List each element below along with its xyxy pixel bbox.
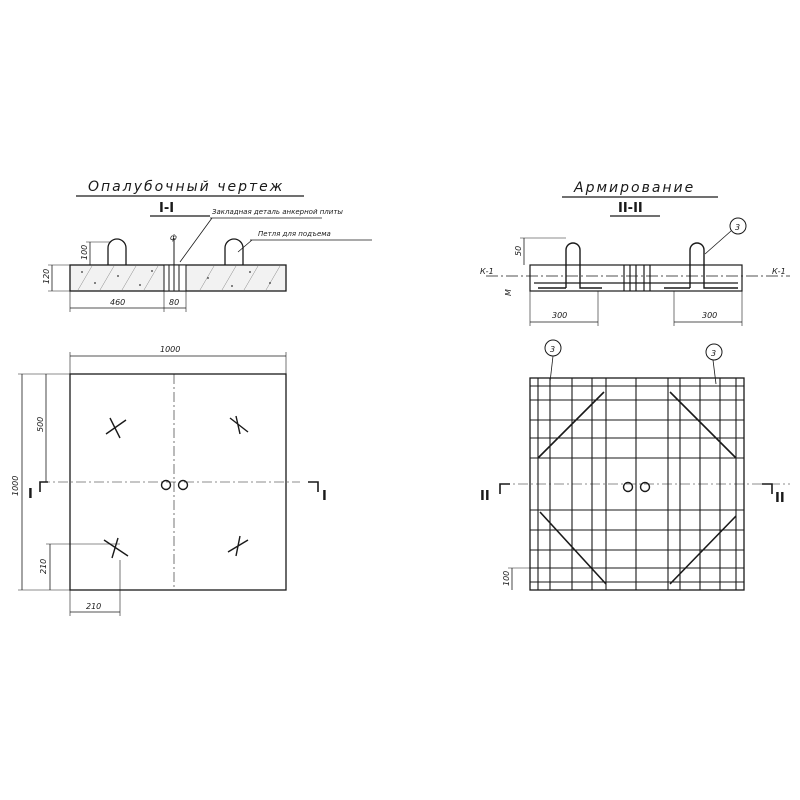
- reinforcement-section-label: II-II: [618, 201, 643, 216]
- loop-marks-formwork: [103, 415, 249, 559]
- formwork-title: Опалубочный чертеж: [88, 179, 284, 195]
- reinforcement-section: К-1 К-1 3 50 М 300 300: [480, 217, 790, 326]
- k1-label-right: К-1: [772, 267, 786, 276]
- diagonal-bars: [537, 391, 737, 585]
- dim-plan-width: 1000: [160, 345, 180, 354]
- dim-300-right: 300: [702, 311, 717, 320]
- plate-mark: ф: [170, 233, 177, 242]
- lifting-loop-left: [107, 238, 127, 265]
- cut-label-left-ii: II: [480, 489, 490, 504]
- dim-plan-height: 1000: [11, 476, 20, 496]
- cut-mark-left-ii: [499, 483, 510, 494]
- callout-leader-section: [704, 230, 732, 255]
- rebar-loop-left: [565, 242, 602, 289]
- aggregate-dots: [81, 270, 271, 287]
- rebar-hole-left: [622, 481, 634, 493]
- callout-number-left: 3: [550, 345, 555, 354]
- leader-embedded: [179, 217, 213, 263]
- cut-mark-left: [39, 481, 48, 492]
- reinforcement-drawing: Армирование II-II К-1 К-1 3: [480, 180, 790, 591]
- rebar-hole-right: [639, 481, 651, 493]
- dim-460: 460: [110, 298, 125, 307]
- embedded-plate-section: [163, 264, 187, 292]
- dim-thickness: 120: [42, 269, 51, 284]
- callout-number-right: 3: [711, 349, 716, 358]
- cut-mark-right: [308, 481, 319, 492]
- note-embedded: Закладная деталь анкерной плиты: [212, 208, 343, 216]
- dim-80: 80: [169, 298, 179, 307]
- plate-bars: [623, 265, 651, 291]
- dim-300-left: 300: [552, 311, 567, 320]
- formwork-plan: 1000 1000 500 210 210 I I: [11, 345, 327, 616]
- anchor-hole-left: [160, 479, 172, 491]
- dim-210-vertical: 210: [39, 559, 48, 574]
- section-label: I-I: [159, 201, 174, 216]
- section-view: ф Закладная деталь анкерной плиты Петля …: [42, 208, 372, 312]
- callout-number-section: 3: [735, 223, 740, 232]
- cut-label-left: I: [28, 487, 33, 502]
- formwork-drawing: Опалубочный чертеж I-I ф: [11, 179, 372, 616]
- cut-label-right: I: [322, 489, 327, 504]
- reinforcement-plan: 3 3 100 II II: [480, 339, 790, 591]
- dim-500: 500: [36, 417, 45, 432]
- anchor-hole-right: [177, 479, 189, 491]
- note-loop: Петля для подъема: [258, 230, 331, 238]
- dim-100: 100: [502, 571, 511, 586]
- callout-circle-section: [729, 217, 747, 235]
- leader-loop: [237, 239, 253, 253]
- rebar-loop-right: [689, 242, 738, 289]
- reinforcement-title: Армирование: [573, 180, 695, 196]
- dim-210-horizontal: 210: [86, 602, 101, 611]
- slab-outline-plan: [529, 377, 745, 591]
- dim-small: М: [504, 289, 513, 296]
- slab-plan-outline: [69, 373, 287, 591]
- callout-circle-right: [705, 343, 723, 361]
- dim-loop-height: 100: [80, 245, 89, 260]
- lifting-loop-right: [224, 238, 244, 265]
- cut-label-right-ii: II: [775, 491, 785, 506]
- dim-50: 50: [514, 246, 523, 256]
- k1-label-left: К-1: [480, 267, 494, 276]
- concrete-hatch: [77, 265, 281, 291]
- cut-mark-right-ii: [762, 483, 773, 494]
